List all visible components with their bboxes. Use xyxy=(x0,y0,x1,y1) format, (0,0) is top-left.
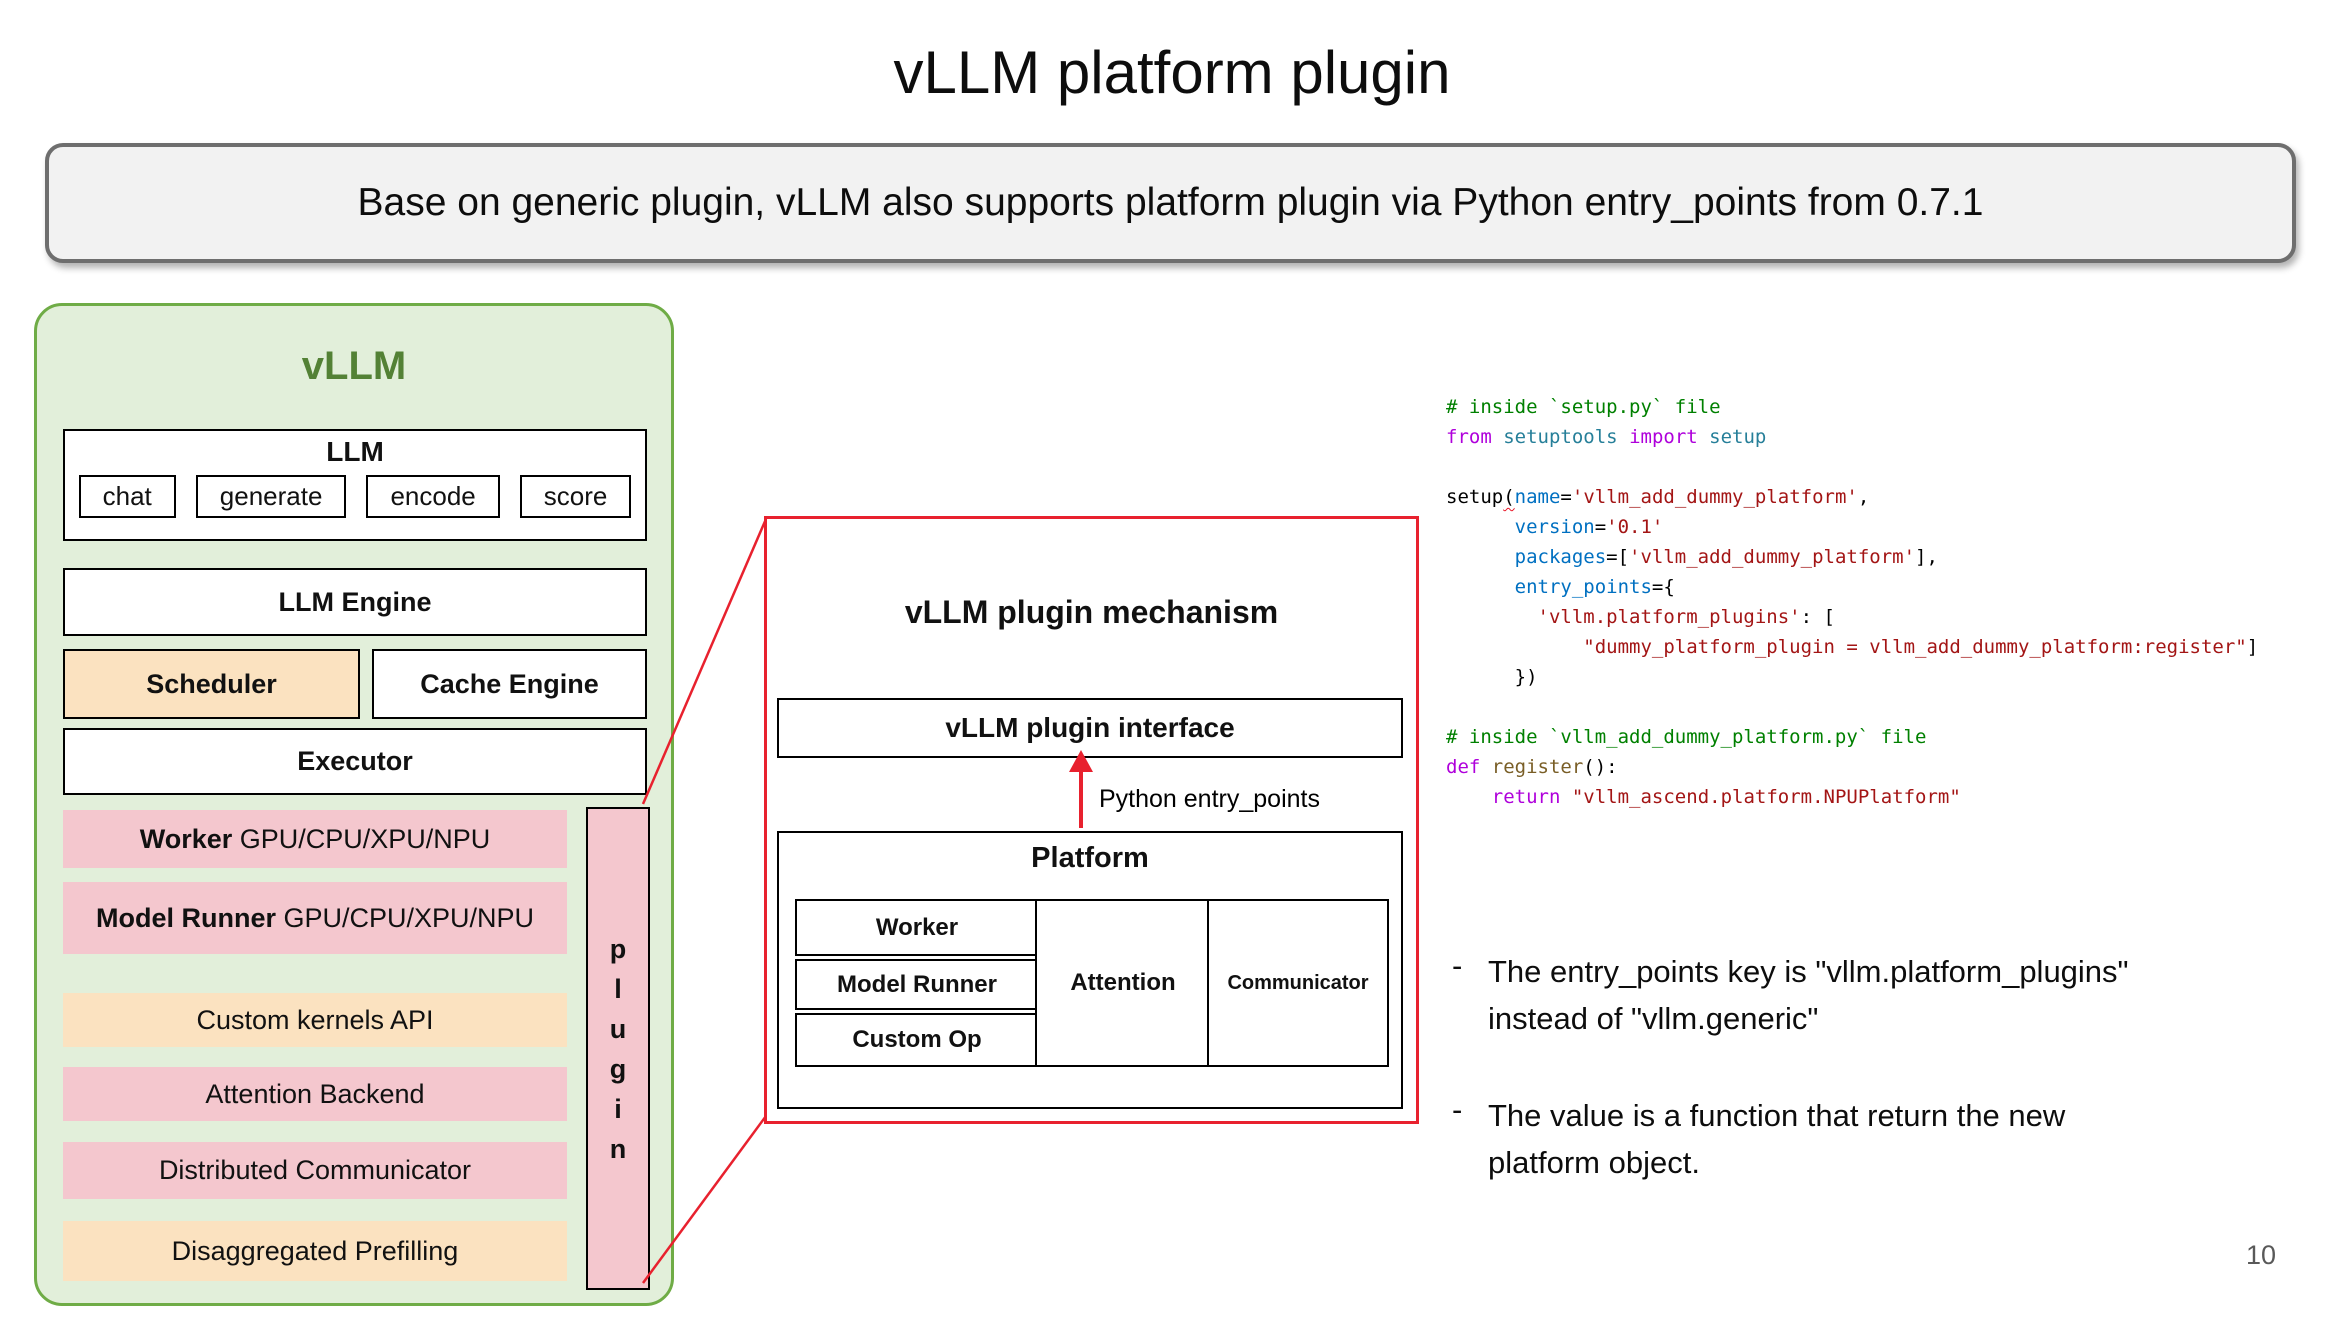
custom-kernels-box: Custom kernels API xyxy=(63,993,567,1047)
code-line: from setuptools import setup xyxy=(1446,426,1767,448)
bullet-line: platform object. xyxy=(1488,1145,1700,1180)
platform-box: Platform Worker Model Runner Custom Op A… xyxy=(777,831,1403,1109)
code-line: }) xyxy=(1446,666,1538,688)
disaggregated-prefilling-box: Disaggregated Prefilling xyxy=(63,1221,567,1281)
bullet-item: - The entry_points key is "vllm.platform… xyxy=(1452,948,2312,1042)
bullet-text: The value is a function that return the … xyxy=(1488,1092,2312,1186)
page-title: vLLM platform plugin xyxy=(893,39,1451,106)
method-box-chat: chat xyxy=(78,475,176,518)
llm-box: LLM chat generate encode score xyxy=(63,429,647,541)
bullet-line: The value is a function that return the … xyxy=(1488,1098,2066,1133)
plugin-letter: n xyxy=(609,1133,627,1164)
cache-engine-box: Cache Engine xyxy=(372,649,647,719)
subtitle-text: Base on generic plugin, vLLM also suppor… xyxy=(357,181,1984,224)
code-line: version='0.1' xyxy=(1514,516,1664,538)
code-line: # inside `setup.py` file xyxy=(1446,396,1721,418)
model-runner-label-rest: GPU/CPU/XPU/NPU xyxy=(275,902,535,933)
plugin-mechanism-box: vLLM plugin mechanism vLLM plugin interf… xyxy=(764,516,1419,1124)
code-line xyxy=(1446,692,2258,722)
bullet-line: instead of "vllm.generic" xyxy=(1488,1001,1819,1036)
worker-label-bold: Worker xyxy=(139,823,233,854)
code-block: # inside `setup.py` file from setuptools … xyxy=(1446,392,2258,812)
model-runner-label-bold: Model Runner xyxy=(95,902,276,933)
code-line: packages=['vllm_add_dummy_platform'], xyxy=(1514,546,1938,568)
model-runner-box: Model Runner GPU/CPU/XPU/NPU xyxy=(63,882,567,954)
code-line: def register(): xyxy=(1446,756,1618,778)
vllm-architecture-box: vLLM LLM chat generate encode score LLM … xyxy=(34,303,674,1306)
method-box-generate: generate xyxy=(195,475,347,518)
method-box-encode: encode xyxy=(366,475,500,518)
distributed-communicator-box: Distributed Communicator xyxy=(63,1142,567,1199)
bullet-marker: - xyxy=(1452,948,1463,983)
platform-communicator-box: Communicator xyxy=(1207,899,1389,1067)
bullet-text: The entry_points key is "vllm.platform_p… xyxy=(1488,948,2312,1042)
executor-box: Executor xyxy=(63,728,647,795)
code-line: setup(name='vllm_add_dummy_platform', xyxy=(1446,486,1870,508)
plugin-strip: p l u g i n xyxy=(586,807,650,1290)
code-line: 'vllm.platform_plugins': [ xyxy=(1537,606,1835,628)
platform-attention-box: Attention xyxy=(1035,899,1211,1067)
code-line: "dummy_platform_plugin = vllm_add_dummy_… xyxy=(1583,636,2259,658)
code-line: entry_points={ xyxy=(1514,576,1675,598)
page-number: 10 xyxy=(2246,1240,2277,1270)
llm-label: LLM xyxy=(326,436,384,467)
method-box-score: score xyxy=(519,475,632,518)
worker-label-rest: GPU/CPU/XPU/NPU xyxy=(232,823,491,854)
mechanism-title: vLLM plugin mechanism xyxy=(904,594,1279,630)
plugin-interface-box: vLLM plugin interface xyxy=(777,698,1403,758)
subtitle-banner: Base on generic plugin, vLLM also suppor… xyxy=(45,143,2296,263)
plugin-letter: p xyxy=(609,933,627,964)
plugin-letter: g xyxy=(609,1053,627,1084)
platform-title: Platform xyxy=(1031,842,1149,874)
platform-custom-op-box: Custom Op xyxy=(795,1013,1039,1067)
scheduler-box: Scheduler xyxy=(63,649,360,719)
vllm-box-title: vLLM xyxy=(301,344,407,388)
bullet-line: The entry_points key is "vllm.platform_p… xyxy=(1488,954,2129,989)
plugin-letter: u xyxy=(609,1013,627,1044)
code-line: return "vllm_ascend.platform.NPUPlatform… xyxy=(1491,786,1961,808)
platform-worker-box: Worker xyxy=(795,899,1039,956)
worker-box: Worker GPU/CPU/XPU/NPU xyxy=(63,810,567,868)
attention-backend-box: Attention Backend xyxy=(63,1067,567,1121)
llm-methods-row: chat generate encode score xyxy=(65,475,645,518)
bullet-item: - The value is a function that return th… xyxy=(1452,1092,2312,1186)
llm-engine-box: LLM Engine xyxy=(63,568,647,636)
code-line: # inside `vllm_add_dummy_platform.py` fi… xyxy=(1446,726,1927,748)
notes-list: - The entry_points key is "vllm.platform… xyxy=(1452,948,2312,1236)
platform-model-runner-box: Model Runner xyxy=(795,959,1039,1010)
bullet-marker: - xyxy=(1452,1092,1463,1127)
entry-points-arrow-label: Python entry_points xyxy=(1099,785,1320,813)
plugin-letter: i xyxy=(614,1093,622,1124)
plugin-letter: l xyxy=(614,973,622,1004)
code-line xyxy=(1446,452,2258,482)
